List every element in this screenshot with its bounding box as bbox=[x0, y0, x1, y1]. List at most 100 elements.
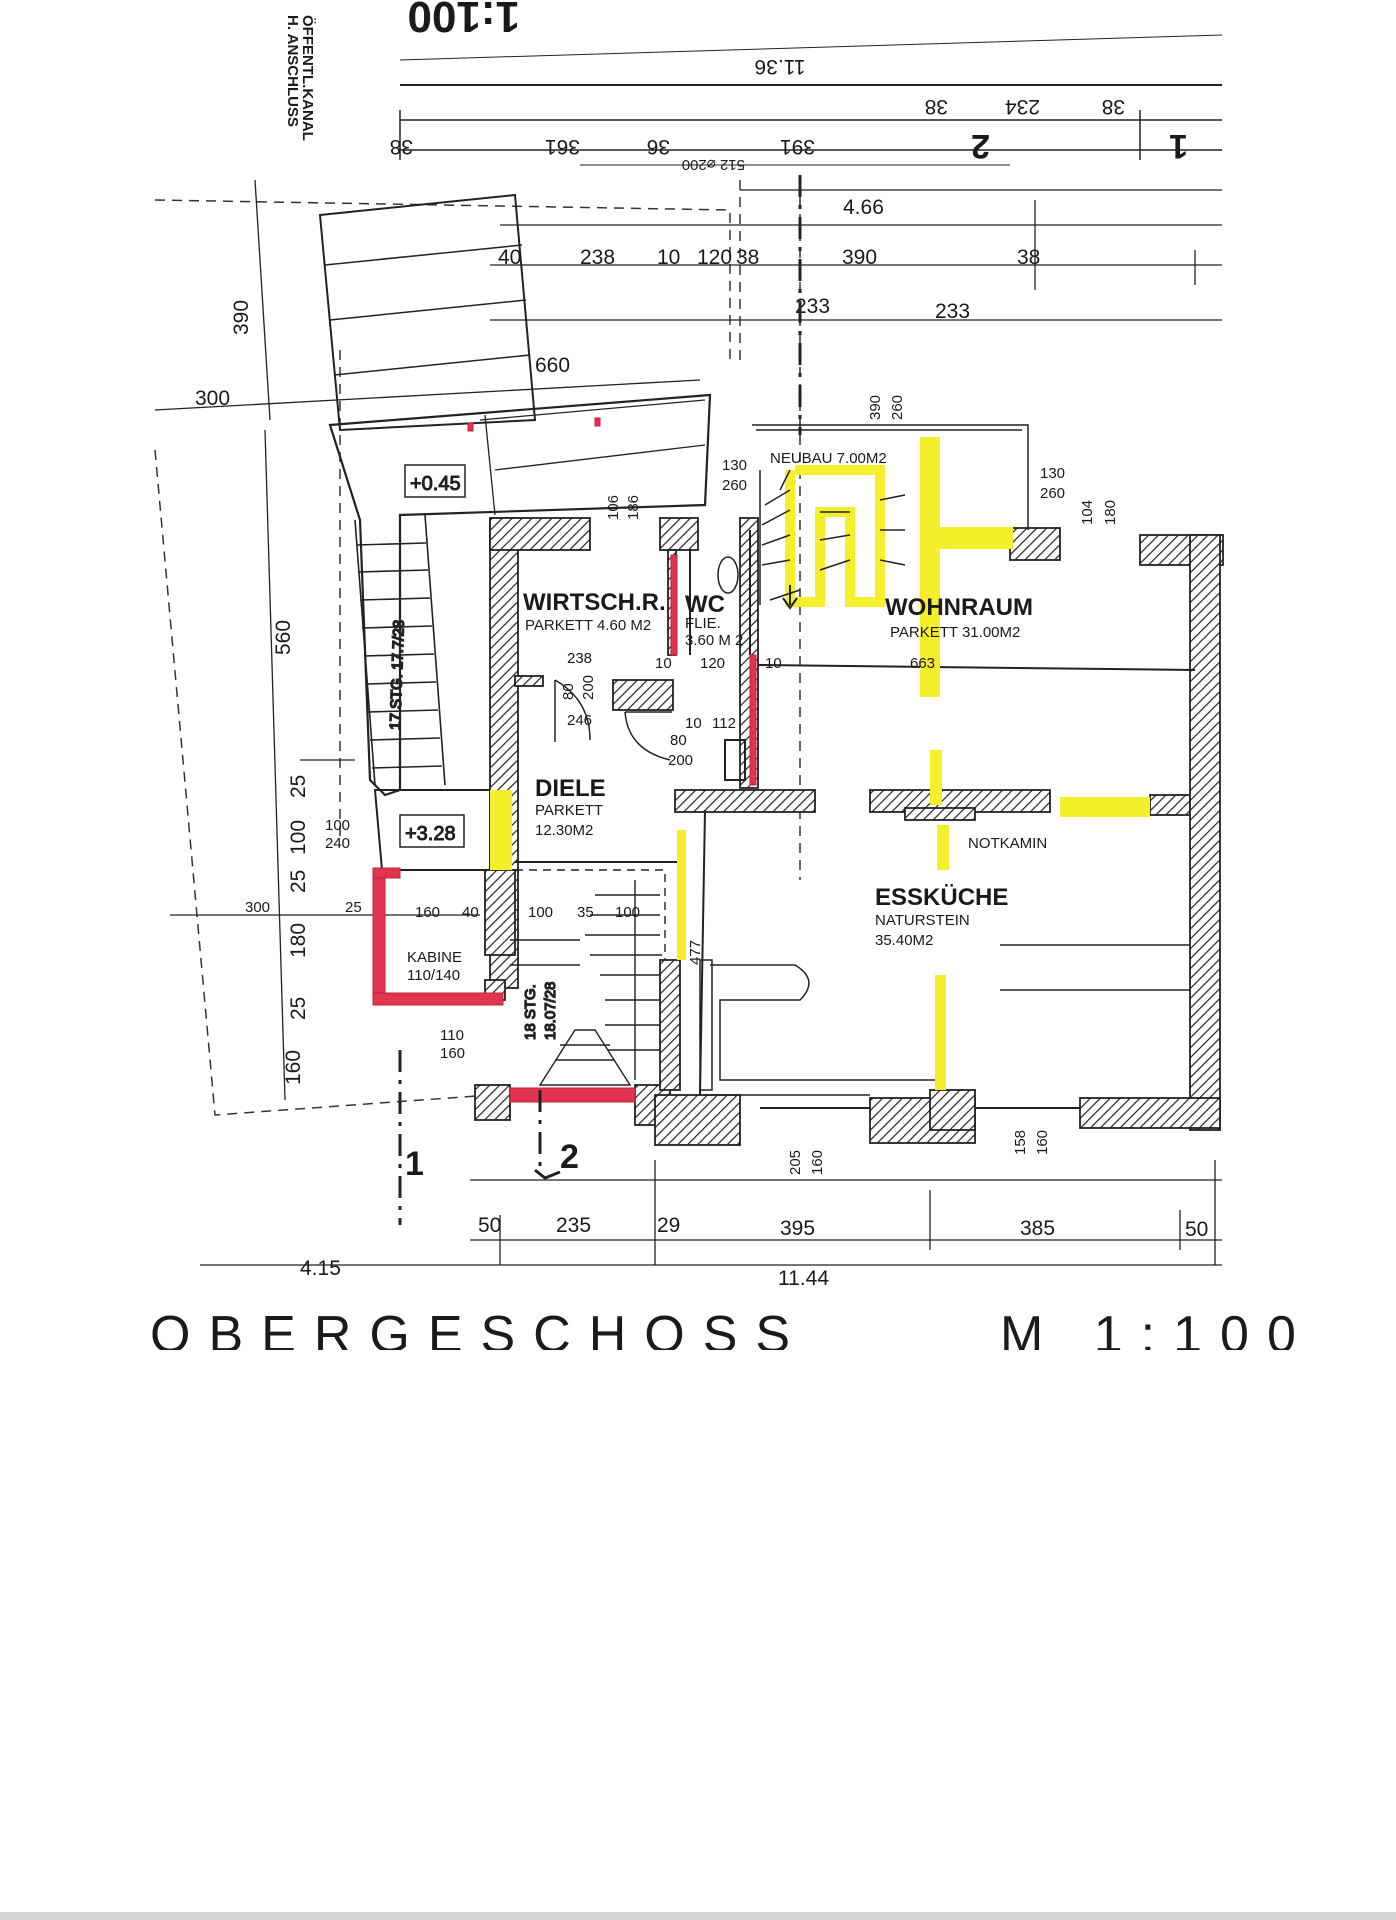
dim-390: 390 bbox=[230, 300, 253, 335]
kitchen-fixtures bbox=[699, 944, 1190, 1096]
yellow-highlights bbox=[490, 437, 1150, 1090]
dim: 238 bbox=[567, 650, 592, 667]
dim: 40 bbox=[462, 904, 479, 921]
outer-stair: 17 STG. 17.7/28 bbox=[354, 514, 446, 786]
dim: 38 bbox=[736, 246, 759, 269]
dim: 663 bbox=[910, 655, 935, 672]
left-dimensions: 560 25 100 25 180 25 160 100 240 300 25 bbox=[245, 620, 362, 1085]
dim: 120 bbox=[697, 246, 732, 269]
dim: 100 bbox=[528, 904, 553, 921]
room-name-esskueche: ESSKÜCHE bbox=[875, 884, 1008, 911]
dim-300b: 300 bbox=[245, 899, 270, 916]
dim: 112 bbox=[712, 715, 736, 732]
dim: 100 bbox=[615, 904, 640, 921]
room-name-kabine: KABINE bbox=[407, 949, 462, 966]
dim: 120 bbox=[700, 655, 725, 672]
room-name-wirtschaftsraum: WIRTSCH.R. bbox=[523, 589, 666, 616]
dim: 390 bbox=[867, 395, 884, 420]
room-floor-esskueche-1: NATURSTEIN bbox=[875, 912, 970, 929]
dim: 205 bbox=[787, 1150, 804, 1175]
dim: 130 bbox=[722, 457, 747, 474]
room-name-diele: DIELE bbox=[535, 775, 606, 802]
landing: +3.28 bbox=[373, 789, 491, 871]
top-strip-dim: 361 bbox=[545, 135, 580, 158]
room-name-wc: WC bbox=[685, 591, 725, 618]
walls bbox=[474, 517, 1224, 1146]
dim-total-466: 4.66 bbox=[843, 196, 884, 219]
room-floor-wc-1: FLIE. bbox=[685, 615, 721, 632]
dim: 25 bbox=[287, 997, 310, 1020]
level-landing: +3.28 bbox=[405, 823, 456, 845]
dim: 10 bbox=[685, 715, 702, 732]
neubau-stair bbox=[752, 424, 1029, 610]
top-strip: 11.36 38 361 36 391 38 234 38 512 ⌀200 1… bbox=[284, 0, 1223, 173]
dim: 10 bbox=[655, 655, 672, 672]
stair-label-inner-1: 18 STG. bbox=[522, 984, 539, 1040]
dim: 238 bbox=[580, 246, 615, 269]
bottom-dimensions: 50 235 29 395 385 50 4.15 11.44 bbox=[300, 1214, 1208, 1290]
dim: 200 bbox=[580, 675, 597, 700]
dim: 246 bbox=[567, 712, 592, 729]
dim: 186 bbox=[625, 495, 642, 520]
dim: 160 bbox=[282, 1050, 305, 1085]
dim: 233 bbox=[935, 300, 970, 323]
dim: 40 bbox=[498, 246, 521, 269]
dim-25: 25 bbox=[345, 899, 362, 916]
room-size-kabine: 110/140 bbox=[407, 967, 460, 984]
stair-label-inner-2: 18.07/28 bbox=[542, 982, 559, 1040]
dimension-lines bbox=[154, 179, 1222, 1266]
dim-terrace-660: 660 bbox=[535, 354, 570, 377]
property-boundary bbox=[154, 180, 801, 1116]
partitions bbox=[515, 530, 1196, 1109]
dim-total-415: 4.15 bbox=[300, 1257, 341, 1280]
interior-dimensions: 106 186 238 80 200 246 10 120 10 10 112 … bbox=[415, 395, 1119, 1175]
dim: 180 bbox=[287, 923, 310, 958]
top-dimensions: 4.66 40 238 10 120 38 390 38 233 233 660… bbox=[195, 196, 1040, 410]
dim: 35 bbox=[577, 904, 594, 921]
section-mark: 1 bbox=[1169, 127, 1188, 165]
dim: 260 bbox=[1040, 485, 1065, 502]
room-labels: WIRTSCH.R. PARKETT 4.60 M2 WC FLIE. 3.60… bbox=[407, 450, 1047, 984]
top-strip-total: 11.36 bbox=[755, 55, 806, 78]
top-strip-dim: 38 bbox=[1102, 95, 1125, 118]
room-floor-wc-2: 3.60 M 2 bbox=[685, 632, 743, 649]
dim: 160 bbox=[415, 904, 440, 921]
dim-240: 240 bbox=[325, 835, 350, 852]
dim-100: 100 bbox=[325, 817, 350, 834]
dim: 260 bbox=[722, 477, 747, 494]
dim: 104 bbox=[1079, 500, 1096, 525]
dim-300: 300 bbox=[195, 387, 230, 410]
header-fragment: 1:100 bbox=[407, 0, 520, 41]
dim-560: 560 bbox=[272, 620, 295, 655]
dim: 100 bbox=[287, 820, 310, 855]
section-mark: 1 bbox=[405, 1145, 424, 1183]
dim: 80 bbox=[670, 732, 687, 749]
title-crop bbox=[0, 1350, 1396, 1410]
dim-total-1144: 11.44 bbox=[778, 1267, 829, 1290]
dim: 160 bbox=[809, 1150, 826, 1175]
scan-edge bbox=[0, 1912, 1396, 1920]
dim: 29 bbox=[657, 1214, 680, 1237]
top-strip-dim: 391 bbox=[780, 135, 815, 158]
room-name-wohnraum: WOHNRAUM bbox=[885, 594, 1033, 621]
dim: 130 bbox=[1040, 465, 1065, 482]
dim: 233 bbox=[795, 295, 830, 318]
side-text-kanal: ÖFFENTL.KANAL bbox=[299, 15, 316, 141]
inner-stair: 18 STG. 18.07/28 bbox=[510, 869, 666, 1086]
dim: 390 bbox=[842, 246, 877, 269]
room-floor-esskueche-2: 35.40M2 bbox=[875, 932, 933, 949]
dim: 25 bbox=[287, 870, 310, 893]
dim: 235 bbox=[556, 1214, 591, 1237]
dim: 385 bbox=[1020, 1217, 1055, 1240]
room-floor-wirtschaftsraum: PARKETT 4.60 M2 bbox=[525, 617, 651, 634]
dim: 160 bbox=[1034, 1130, 1051, 1155]
dim: 158 bbox=[1012, 1130, 1029, 1155]
top-strip-dim: 234 bbox=[1005, 95, 1040, 118]
top-strip-note: 512 ⌀200 bbox=[682, 156, 745, 173]
dim: 395 bbox=[780, 1217, 815, 1240]
side-text-anschluss: H. ANSCHLUSS bbox=[284, 15, 301, 127]
balcony: +0.45 bbox=[318, 193, 712, 797]
room-floor-wohnraum: PARKETT 31.00M2 bbox=[890, 624, 1020, 641]
section-mark: 2 bbox=[971, 127, 990, 165]
